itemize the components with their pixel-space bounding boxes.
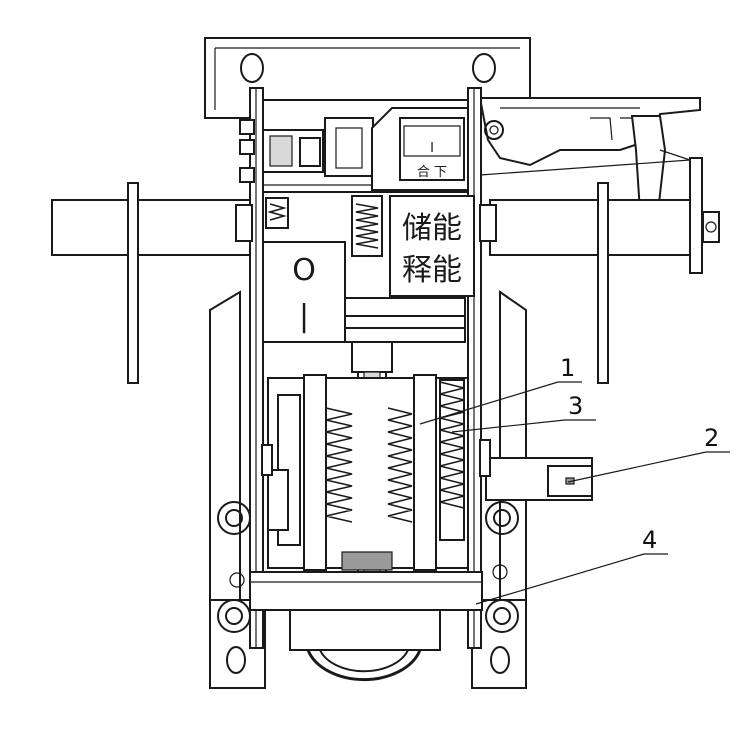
callout-1: 1	[560, 354, 575, 382]
spring-right	[439, 381, 465, 509]
indicator-sub-label: 合 下	[417, 165, 447, 180]
leader-2	[567, 451, 707, 483]
closed-symbol: |	[299, 299, 309, 334]
leader-4	[475, 553, 645, 605]
shaft-collar-right	[597, 182, 609, 384]
bottom-cross-plate	[249, 571, 483, 682]
callout-leaders	[419, 381, 730, 605]
spring-assembly	[261, 374, 469, 571]
indicator-window: I 合 下	[371, 107, 469, 191]
actuating-lever	[478, 97, 720, 274]
leader-3	[451, 419, 566, 433]
callout-numbers: 1 2 3 4	[560, 354, 719, 554]
bracket-hole-left	[240, 53, 264, 83]
indicator-top-label: I	[430, 141, 434, 156]
callout-3: 3	[568, 392, 583, 420]
bracket-hole-right	[472, 53, 496, 83]
released-label: 释能	[402, 253, 462, 288]
callout-4: 4	[642, 526, 657, 554]
shaft-collar-left	[127, 182, 139, 384]
frame-bolts	[217, 120, 519, 633]
spring-left	[325, 407, 353, 523]
spring-center	[387, 407, 413, 523]
leader-1	[419, 381, 559, 425]
open-symbol: O	[292, 253, 316, 288]
open-close-panel: O |	[262, 241, 346, 343]
output-pin	[479, 439, 593, 501]
callout-2: 2	[704, 424, 719, 452]
upper-spring	[265, 195, 383, 257]
charged-label: 储能	[402, 211, 462, 246]
charge-indicator-panel: 储能 释能	[389, 195, 475, 297]
main-shaft	[51, 182, 691, 384]
